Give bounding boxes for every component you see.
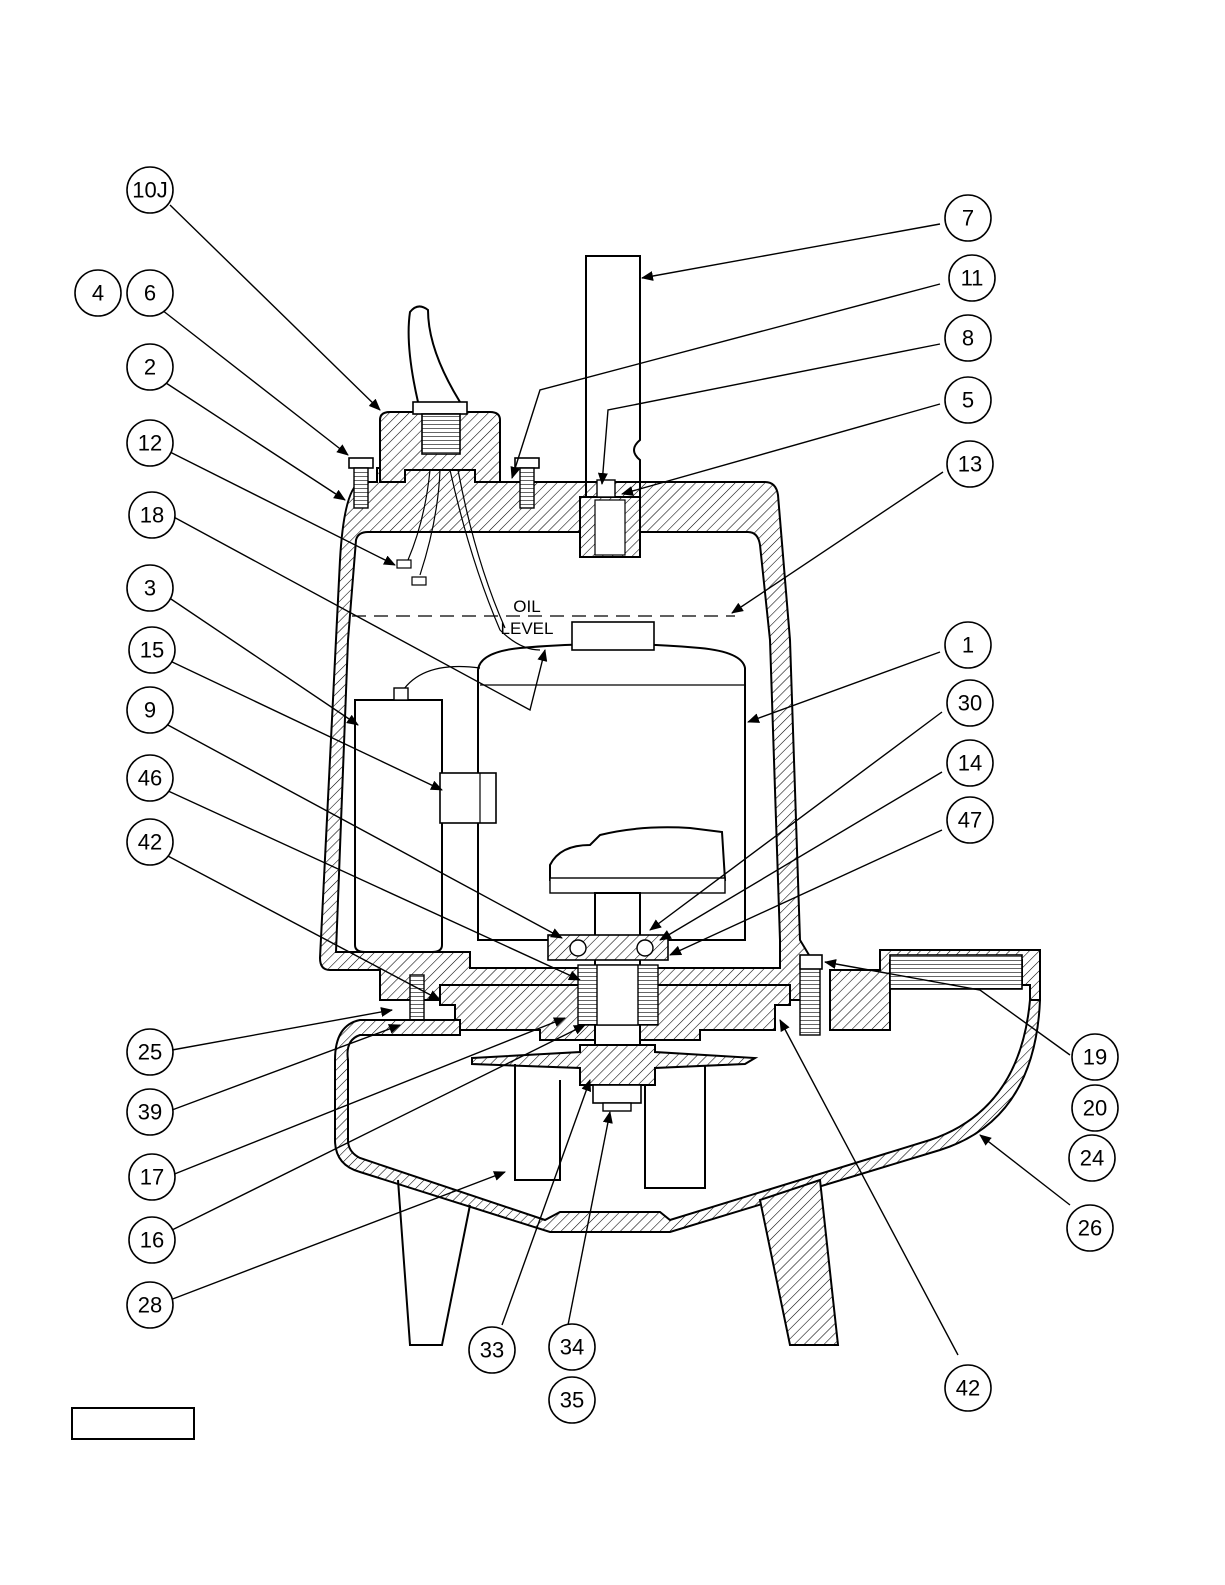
leg-right <box>760 1180 838 1345</box>
callout-47: 47 <box>947 797 993 843</box>
svg-text:9: 9 <box>144 698 156 723</box>
flange-bolt-left <box>410 975 424 1025</box>
callout-30: 30 <box>947 680 993 726</box>
callout-13: 13 <box>947 441 993 487</box>
cord-grip <box>422 414 460 454</box>
callout-3: 3 <box>127 565 173 611</box>
svg-text:25: 25 <box>138 1040 162 1065</box>
leg-left <box>398 1180 470 1345</box>
svg-text:14: 14 <box>958 751 982 776</box>
svg-text:15: 15 <box>140 638 164 663</box>
flange-bolt-right <box>800 965 820 1035</box>
svg-text:17: 17 <box>140 1165 164 1190</box>
callout-14: 14 <box>947 740 993 786</box>
callouts: 10J 4 6 2 12 18 3 15 9 46 42 25 39 17 16… <box>75 167 1118 1423</box>
svg-text:10J: 10J <box>132 178 167 203</box>
callout-8: 8 <box>945 315 991 361</box>
callout-2: 2 <box>127 344 173 390</box>
svg-text:28: 28 <box>138 1293 162 1318</box>
svg-text:42: 42 <box>956 1376 980 1401</box>
svg-text:33: 33 <box>480 1338 504 1363</box>
svg-text:34: 34 <box>560 1335 584 1360</box>
rotor-hub <box>550 827 725 880</box>
callout-1: 1 <box>945 622 991 668</box>
power-cord <box>409 306 460 402</box>
callout-7: 7 <box>945 195 991 241</box>
svg-text:4: 4 <box>92 281 104 306</box>
svg-text:26: 26 <box>1078 1216 1102 1241</box>
svg-text:16: 16 <box>140 1228 164 1253</box>
callout-39: 39 <box>127 1089 173 1135</box>
svg-text:8: 8 <box>962 326 974 351</box>
callout-25: 25 <box>127 1029 173 1075</box>
callout-46: 46 <box>127 755 173 801</box>
callout-42-left: 42 <box>127 819 173 865</box>
svg-text:19: 19 <box>1083 1045 1107 1070</box>
callout-26: 26 <box>1067 1205 1113 1251</box>
impeller-nut <box>593 1085 641 1103</box>
callout-18: 18 <box>129 492 175 538</box>
callout-12: 12 <box>127 420 173 466</box>
callout-33: 33 <box>469 1327 515 1373</box>
svg-text:3: 3 <box>144 576 156 601</box>
capacitor-clamp <box>440 773 496 823</box>
svg-text:46: 46 <box>138 766 162 791</box>
callout-19: 19 <box>1072 1034 1118 1080</box>
svg-text:13: 13 <box>958 452 982 477</box>
callout-4: 4 <box>75 270 121 316</box>
svg-text:30: 30 <box>958 691 982 716</box>
callout-5: 5 <box>945 377 991 423</box>
motor-cap <box>572 622 654 650</box>
svg-text:11: 11 <box>961 266 984 291</box>
svg-text:24: 24 <box>1080 1146 1104 1171</box>
oil-label: OIL <box>513 597 540 616</box>
callout-10j: 10J <box>127 167 173 213</box>
callout-42-right: 42 <box>945 1365 991 1411</box>
pump-body: OIL LEVEL <box>320 256 1040 1345</box>
callout-28: 28 <box>127 1282 173 1328</box>
callout-6: 6 <box>127 270 173 316</box>
callout-17: 17 <box>129 1154 175 1200</box>
callout-11: 11 <box>949 255 995 301</box>
flange-nut <box>800 955 822 969</box>
capacitor <box>355 700 442 952</box>
svg-text:12: 12 <box>138 431 162 456</box>
set-screw <box>597 480 615 497</box>
callout-9: 9 <box>127 687 173 733</box>
svg-text:6: 6 <box>144 281 156 306</box>
svg-text:5: 5 <box>962 388 974 413</box>
callout-16: 16 <box>129 1217 175 1263</box>
callout-34: 34 <box>549 1324 595 1370</box>
callout-35: 35 <box>549 1377 595 1423</box>
callout-24: 24 <box>1069 1135 1115 1181</box>
svg-text:39: 39 <box>138 1100 162 1125</box>
svg-text:42: 42 <box>138 830 162 855</box>
cord-fitting <box>413 402 467 414</box>
svg-text:1: 1 <box>962 633 974 658</box>
impeller-vane-left <box>515 1064 560 1180</box>
discharge-thread <box>890 955 1022 989</box>
callout-20: 20 <box>1072 1085 1118 1131</box>
float-rod <box>586 256 640 497</box>
svg-text:7: 7 <box>962 206 974 231</box>
level-label: LEVEL <box>501 619 554 638</box>
leader-lines <box>162 205 1070 1355</box>
callout-15: 15 <box>129 627 175 673</box>
svg-text:20: 20 <box>1083 1096 1107 1121</box>
svg-text:35: 35 <box>560 1388 584 1413</box>
svg-text:18: 18 <box>140 503 164 528</box>
svg-text:2: 2 <box>144 355 156 380</box>
svg-text:47: 47 <box>958 808 982 833</box>
figure-label-box <box>72 1408 194 1439</box>
motor-housing <box>320 468 818 1000</box>
